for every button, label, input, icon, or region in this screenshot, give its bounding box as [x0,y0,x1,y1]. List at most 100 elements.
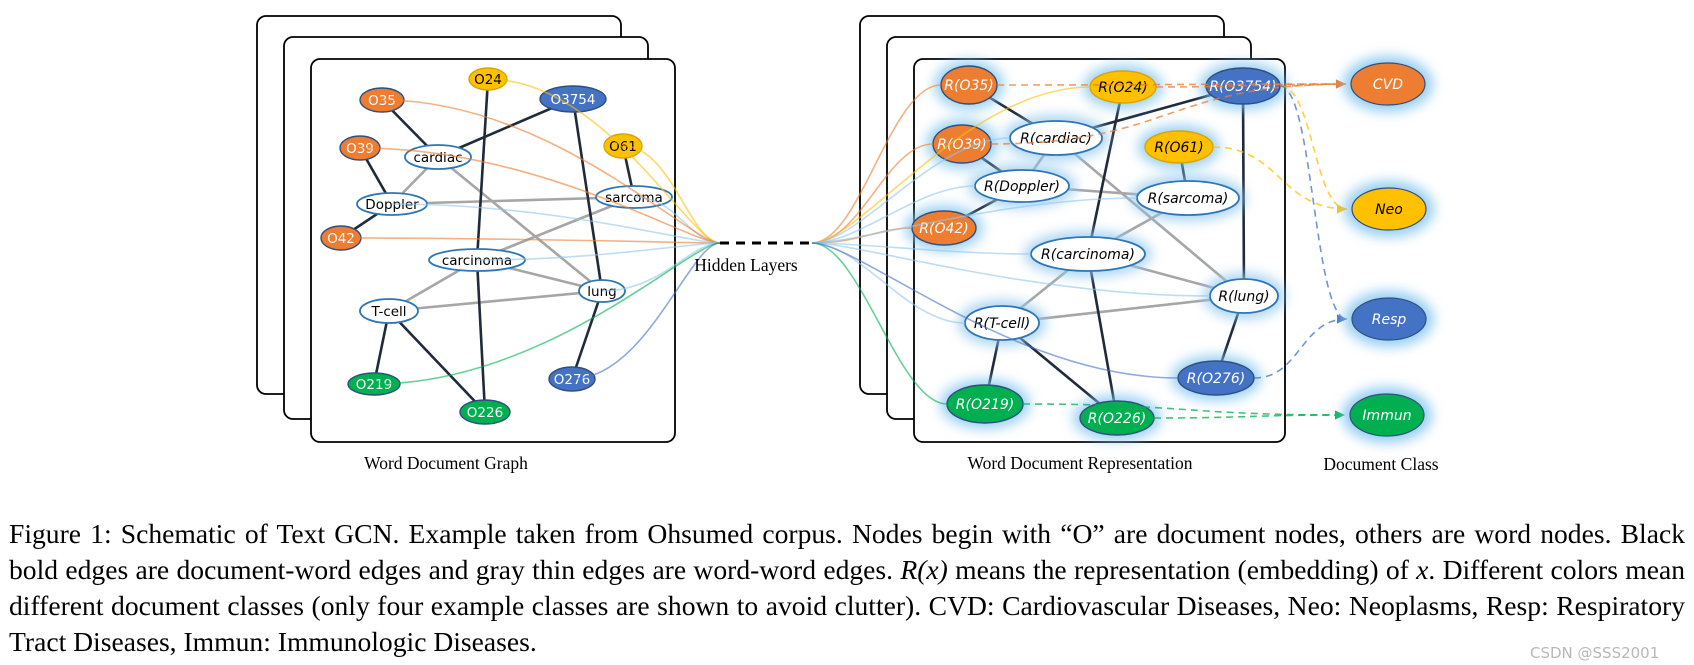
repr-doc-word-edge [1086,86,1125,255]
repr-node-sarcoma: R(sarcoma) [1130,175,1246,221]
class-arrow [996,79,1347,89]
class-node-label: Resp [1372,312,1407,328]
flow-curve-out [811,185,976,244]
class-node-label: CVD [1373,77,1403,93]
repr-node-o226: R(O226) [1073,395,1161,441]
caption-math-x: x [1416,554,1429,585]
graph-doc-word-edge [570,290,604,380]
repr-node-label: R(cardiac) [1020,131,1092,147]
flow-curve-in [571,242,721,380]
class-node-cvd: CVD [1343,56,1433,112]
graph-doc-word-edge [388,310,486,413]
class-arrow [1022,403,1346,420]
repr-node-label: R(carcinoma) [1041,247,1135,263]
repr-node-label: R(O219) [956,397,1014,413]
repr-node-label: R(T-cell) [974,316,1030,332]
repr-node-o42: R(O42) [905,205,983,251]
flow-curve-in [340,237,721,244]
caption-text-2: means the representation (embedding) of [947,554,1417,585]
repr-node-o35: R(O35) [934,60,1004,110]
class-node-label: Immun [1362,408,1411,424]
repr-doc-word-edge [1086,253,1119,419]
graph-word-word-edge [476,195,635,262]
graph-node-label: sarcoma [605,190,663,206]
graph-node-label: O3754 [551,92,596,108]
flow-curve-in [601,242,721,292]
class-node-immun: Immun [1342,387,1432,443]
graph-node-tcell: T-cell [359,298,419,324]
graph-node-label: lung [587,284,616,300]
repr-node-o276: R(O276) [1171,355,1261,401]
repr-node-label: R(O226) [1088,411,1146,427]
flow-curve-out [811,242,1032,255]
class-arrow [1153,410,1346,420]
graph-panel-label: Word Document Graph [364,453,528,473]
graph-node-o24: O24 [468,67,508,91]
flow-curve-in [476,242,721,261]
watermark: CSDN @SSS2001 [1530,644,1660,662]
graph-node-label: O24 [474,72,502,88]
graph-node-label: Doppler [365,197,419,213]
graph-word-word-edge [388,289,603,313]
repr-node-label: R(Doppler) [984,179,1060,195]
repr-node-tcell: R(T-cell) [958,300,1046,346]
graph-doc-word-edge [475,78,490,261]
repr-node-o39: R(O39) [926,119,998,169]
class-arrow [1253,314,1348,379]
repr-node-label: R(O39) [937,137,987,153]
repr-node-label: R(O24) [1098,80,1148,96]
class-arrow [1279,85,1348,214]
repr-word-word-edge [1055,137,1245,297]
repr-doc-word-edge [1241,85,1246,297]
flow-curve-in [359,147,721,244]
flow-curve-out [811,84,942,244]
graph-doc-word-edge [475,259,487,413]
repr-node-o24: R(O24) [1083,65,1163,109]
repr-node-label: R(O42) [919,221,969,237]
repr-node-lung: R(lung) [1203,273,1285,319]
graph-node-o226: O226 [459,399,511,425]
flow-curve-out [811,197,1138,244]
graph-node-label: O226 [467,405,503,421]
flow-curve-out [811,86,1091,244]
flow-curve-in [381,99,721,244]
flow-curve-out [811,242,1179,379]
document-class-label: Document Class [1323,454,1438,474]
hidden-layers-label: Hidden Layers [694,255,798,275]
graph-node-label: O219 [356,377,392,393]
repr-panel-label: Word Document Representation [967,453,1192,473]
graph-node-label: cardiac [413,150,462,166]
repr-node-label: R(O3754) [1209,79,1276,95]
caption-text-1: Figure 1: Schematic of Text GCN. Example… [9,518,1685,585]
flow-curve-out [811,242,948,405]
flow-curve-in [622,145,721,244]
figure-caption: Figure 1: Schematic of Text GCN. Example… [9,516,1685,660]
repr-panel: R(O35) R(O24) R(O3754) R(O39) R(cardiac) R(O6… [859,15,1287,443]
repr-node-label: R(O276) [1187,371,1245,387]
caption-math-rx: R(x) [900,554,948,585]
hidden-layer-flow [340,78,1211,405]
graph-node-doppler: Doppler [356,192,428,216]
flow-curve-out [811,242,1211,297]
graph-node-label: O276 [554,372,590,388]
repr-node-o219: R(O219) [940,379,1030,429]
class-arrow [990,79,1347,145]
graph-word-word-edge [391,195,635,206]
class-node-label: Neo [1375,202,1403,218]
class-arrows [990,79,1348,420]
repr-node-o61: R(O61) [1138,125,1220,169]
graph-node-label: O39 [346,141,374,157]
repr-node-doppler: R(Doppler) [968,164,1076,208]
class-node-resp: Resp [1344,291,1434,347]
graph-node-label: carcinoma [442,253,512,269]
graph-node-label: O42 [327,231,355,247]
repr-node-label: R(sarcoma) [1148,191,1229,207]
graph-doc-word-edge [571,98,604,292]
graph-node-label: O35 [368,93,396,109]
flow-curve-in [391,203,721,244]
class-arrow [1279,85,1348,324]
repr-node-label: R(O35) [944,78,994,94]
